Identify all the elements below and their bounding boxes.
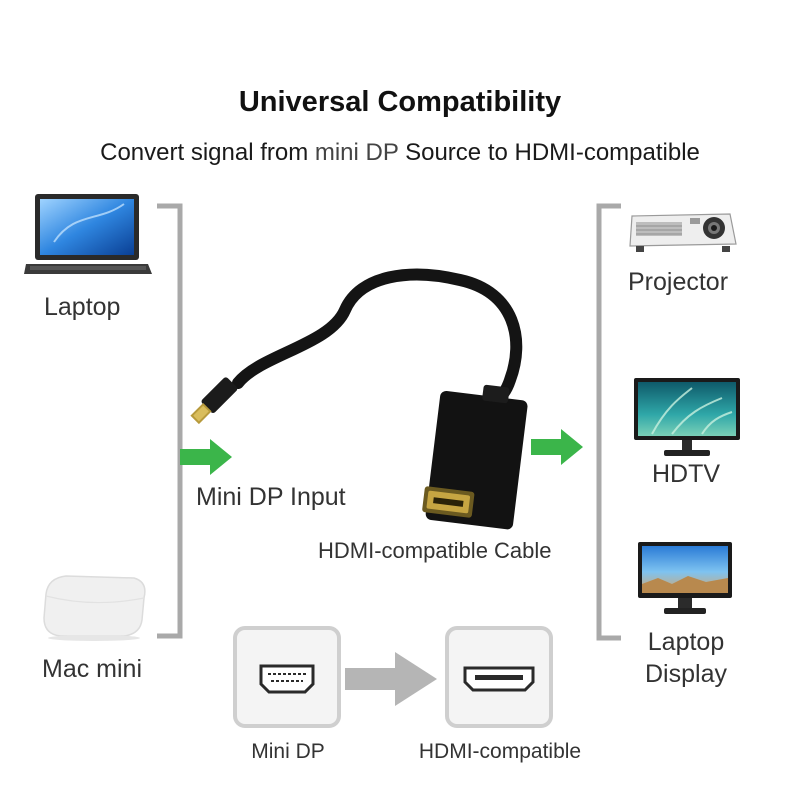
input-arrow-icon [180,439,232,475]
mac-mini-label: Mac mini [42,655,143,683]
output-arrow-icon [531,429,583,465]
laptop-display-icon [638,542,732,614]
subtitle-text-end: Source to HDMI-compatible [398,139,700,166]
conversion-arrow-icon [345,652,437,706]
hdmi-port-icon [445,626,553,728]
mini-dp-port-icon [233,626,341,728]
page-title: Universal Compatibility [238,86,562,118]
laptop-source-icon [24,194,152,274]
laptop-source-label: Laptop [44,293,121,321]
projector-label: Projector [628,268,729,296]
projector-icon [629,213,737,252]
subtitle-highlight: mini DP [314,139,399,166]
laptop-display-label-line2: Display [645,660,727,688]
hdtv-icon [634,378,740,456]
page-subtitle: Convert signal from mini DP Source to HD… [0,139,800,167]
laptop-display-label-line1: Laptop [647,628,725,656]
mini-dp-label: Mini DP [251,740,325,763]
hdtv-label: HDTV [652,460,721,488]
mini-dp-input-label: Mini DP Input [196,483,346,511]
mac-mini-icon [43,575,146,641]
subtitle-text-start: Convert signal from [100,139,315,166]
hdmi-label: HDMI-compatible [418,740,582,763]
cable-label: HDMI-compatible Cable [318,538,552,563]
